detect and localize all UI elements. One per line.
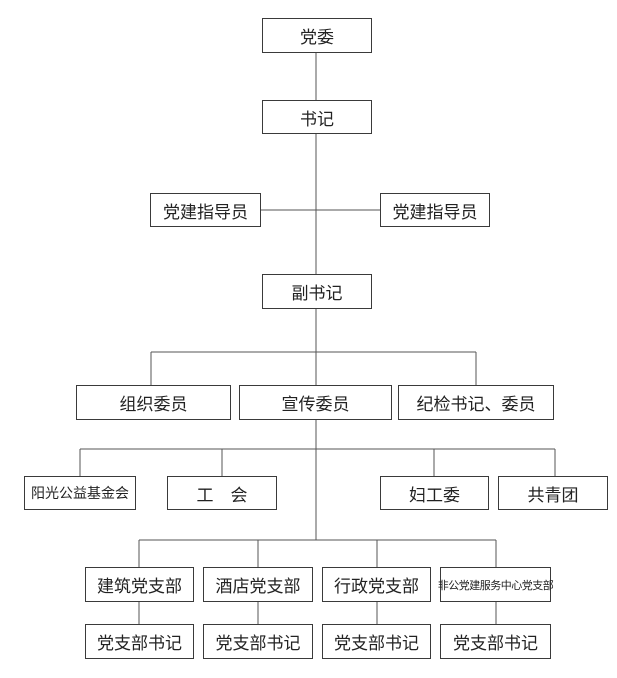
branch-label: 建筑党支部 bbox=[97, 577, 182, 597]
advisor-label: 党建指导员 bbox=[163, 202, 248, 223]
secretary-box: 书记 bbox=[262, 100, 372, 134]
women-committee-box: 妇工委 bbox=[380, 476, 489, 510]
trade-union-box: 工 会 bbox=[167, 476, 277, 510]
branch-secretary-box: 党支部书记 bbox=[322, 624, 431, 659]
branch-secretary-box: 党支部书记 bbox=[85, 624, 194, 659]
branch-label: 酒店党支部 bbox=[215, 577, 301, 597]
committee-label: 党委 bbox=[300, 28, 334, 48]
mass-org-label: 妇工委 bbox=[409, 485, 460, 506]
advisor-label: 党建指导员 bbox=[392, 202, 478, 223]
branch-secretary-box: 党支部书记 bbox=[203, 624, 313, 659]
committee-box: 党委 bbox=[262, 18, 372, 53]
branch-box-hotel: 酒店党支部 bbox=[203, 567, 313, 602]
advisor-box-right: 党建指导员 bbox=[380, 193, 490, 227]
branch-secretary-label: 党支部书记 bbox=[453, 634, 538, 654]
secretary-label: 书记 bbox=[300, 109, 334, 130]
branch-label: 行政党支部 bbox=[334, 577, 419, 597]
branch-secretary-label: 党支部书记 bbox=[215, 634, 301, 654]
discipline-member-box: 纪检书记、委员 bbox=[398, 385, 554, 420]
mass-org-label: 工 会 bbox=[196, 485, 248, 506]
propaganda-member-box: 宣传委员 bbox=[239, 385, 392, 420]
branch-secretary-label: 党支部书记 bbox=[97, 634, 182, 654]
mass-org-label: 共青团 bbox=[527, 485, 579, 506]
mass-org-label: 阳光公益基金会 bbox=[31, 486, 129, 502]
member-label: 纪检书记、委员 bbox=[416, 395, 536, 415]
member-label: 宣传委员 bbox=[281, 395, 350, 415]
youth-league-box: 共青团 bbox=[498, 476, 608, 510]
branch-label: 非公党建服务中心党支部 bbox=[437, 578, 554, 592]
deputy-secretary-box: 副书记 bbox=[262, 274, 372, 309]
branch-box-nonpublic: 非公党建服务中心党支部 bbox=[437, 567, 554, 602]
foundation-box: 阳光公益基金会 bbox=[24, 476, 136, 510]
branch-secretary-label: 党支部书记 bbox=[334, 634, 419, 654]
branch-box-construction: 建筑党支部 bbox=[85, 567, 194, 602]
organization-member-box: 组织委员 bbox=[76, 385, 231, 420]
advisor-box-left: 党建指导员 bbox=[150, 193, 261, 227]
branch-box-administration: 行政党支部 bbox=[322, 567, 431, 602]
deputy-secretary-label: 副书记 bbox=[291, 284, 343, 304]
member-label: 组织委员 bbox=[119, 395, 188, 415]
branch-secretary-box: 党支部书记 bbox=[440, 624, 551, 659]
